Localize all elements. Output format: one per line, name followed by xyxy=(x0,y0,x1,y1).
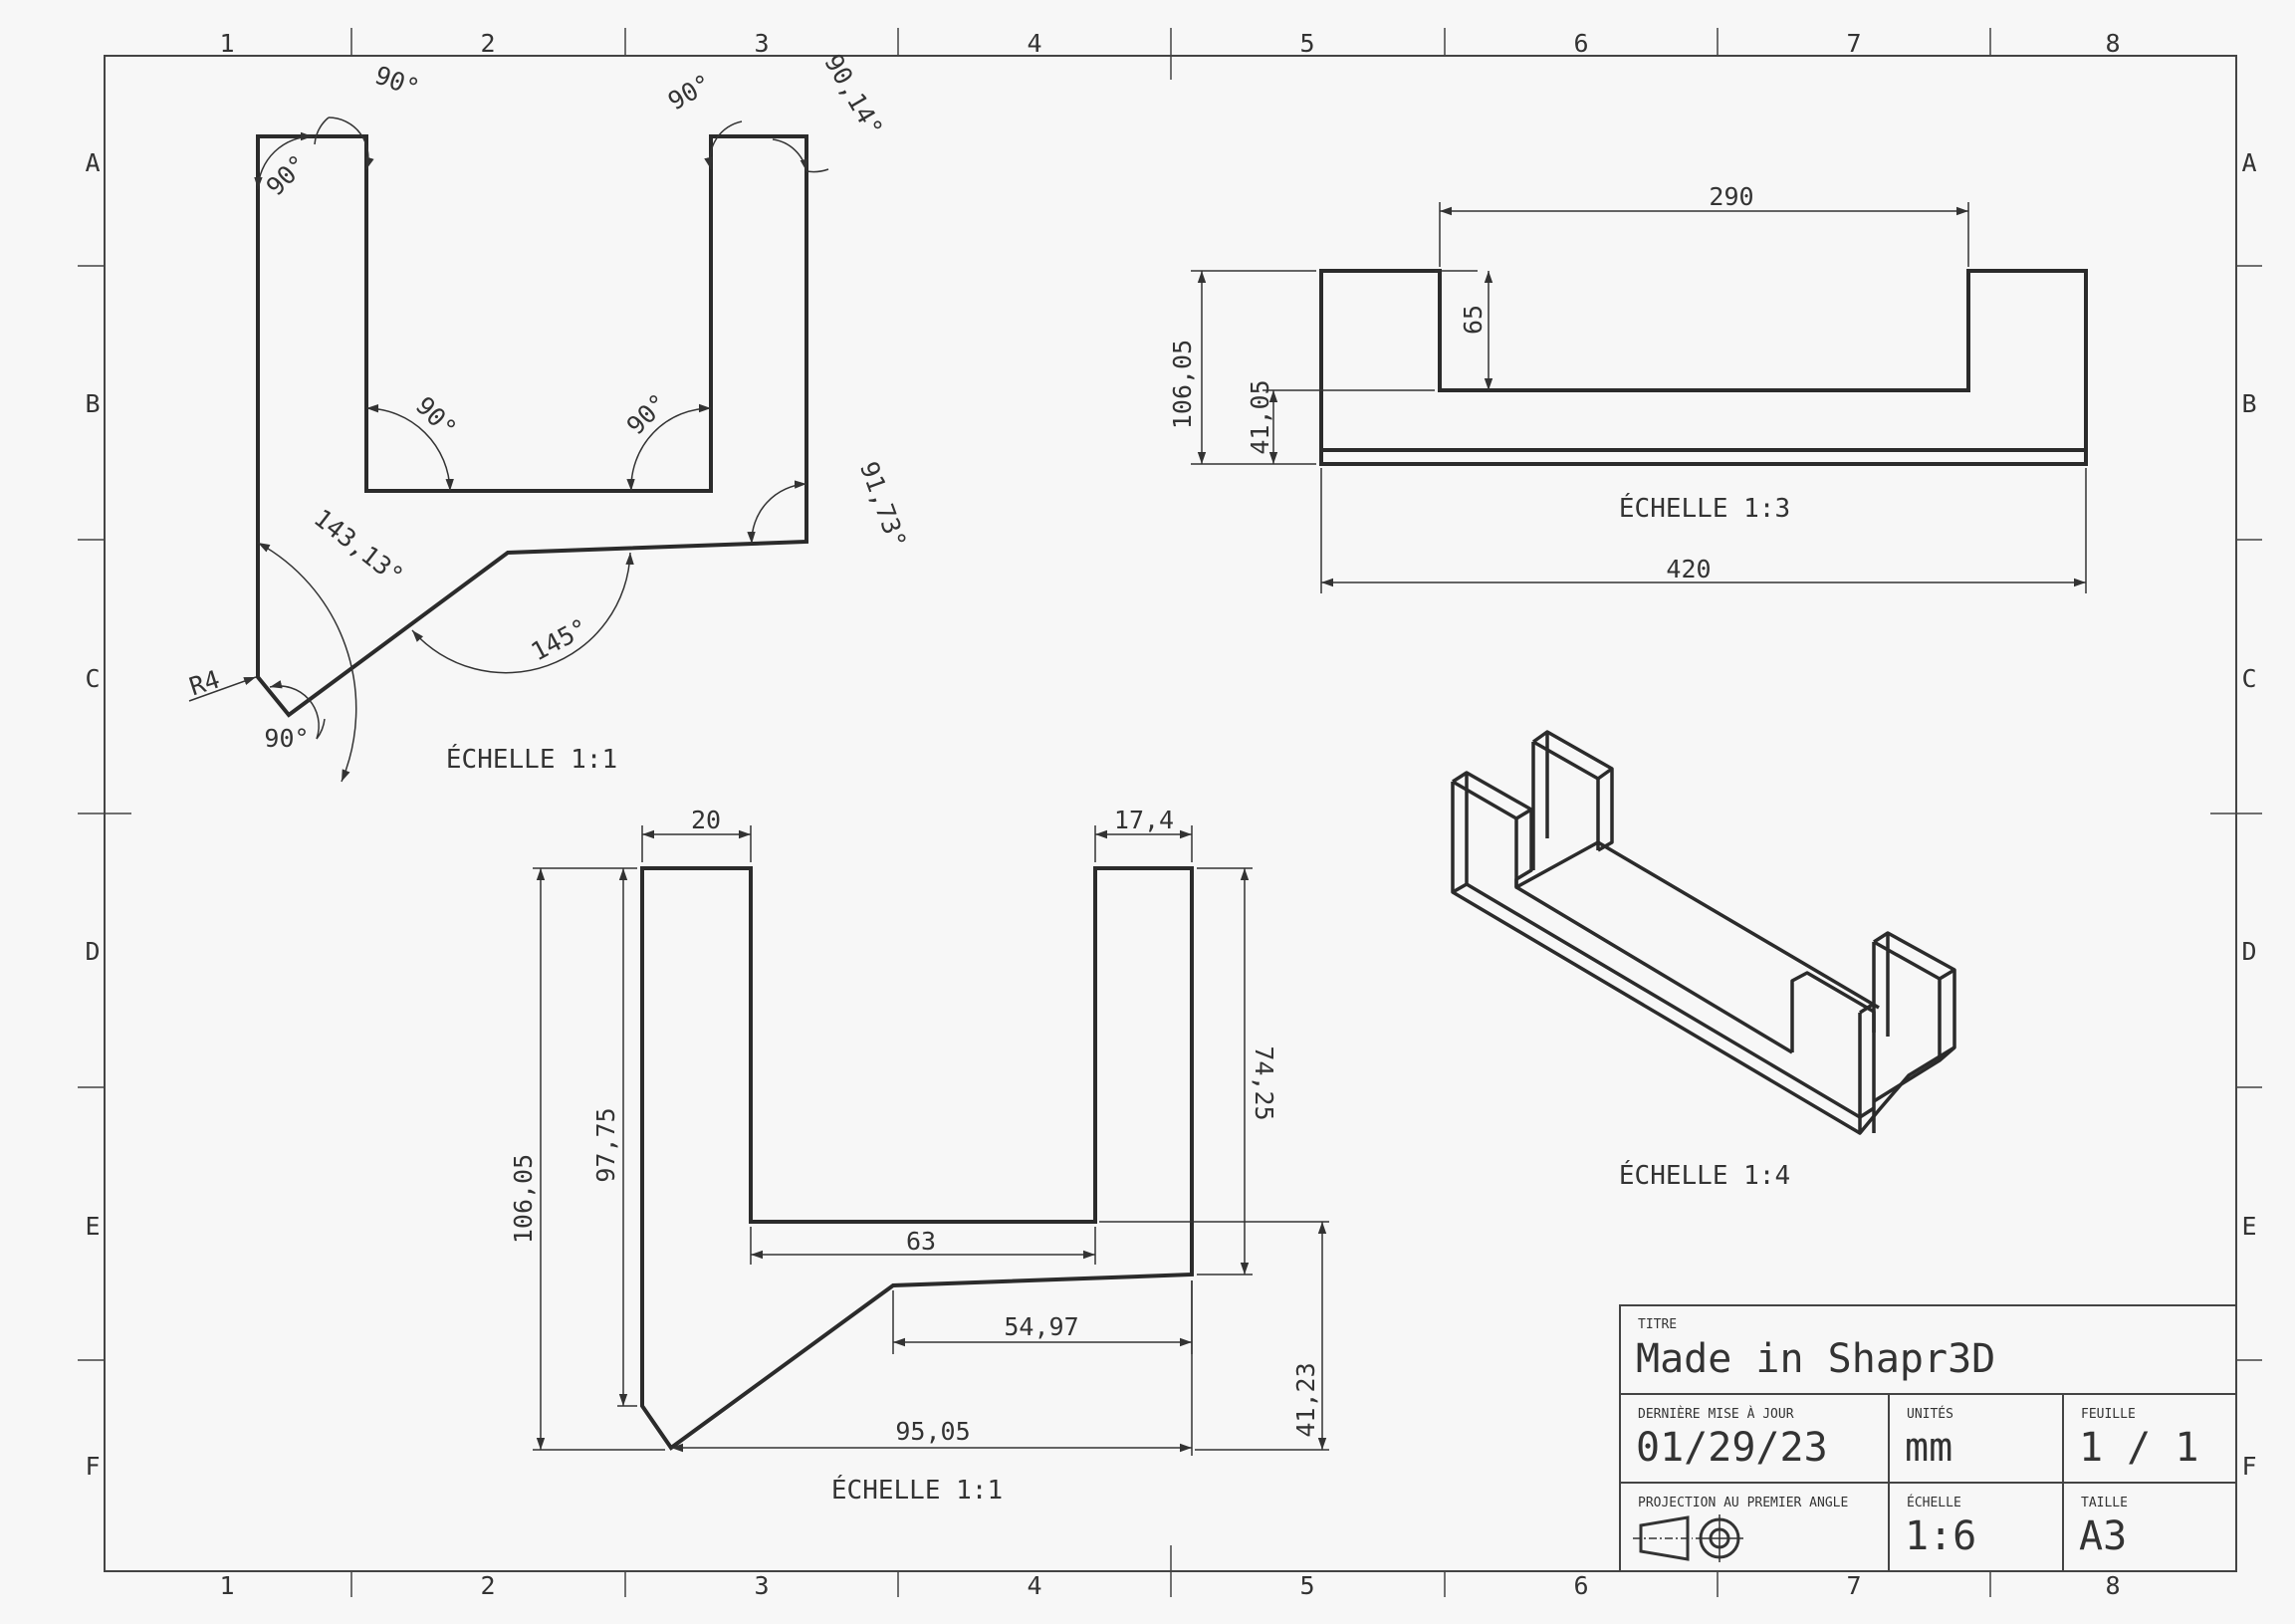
grid-col-label-bottom: 7 xyxy=(1846,1571,1861,1600)
grid-row-label-right: C xyxy=(2241,664,2256,693)
dim-label: 41,05 xyxy=(1246,379,1274,454)
view-scale-label: ÉCHELLE 1:1 xyxy=(446,743,617,775)
grid-col-label-bottom: 8 xyxy=(2105,1571,2120,1600)
view-profile-angles: 90° 90° 90° 90,14° 90° 90° 91,73° 143,13… xyxy=(186,49,912,783)
view-isometric xyxy=(1451,730,1956,1135)
grid-col-label-top: 8 xyxy=(2105,29,2120,58)
grid-row-label-right: E xyxy=(2241,1212,2256,1241)
front-outline xyxy=(1319,269,2088,466)
updated-date: 01/29/23 xyxy=(1636,1425,1828,1471)
grid-col-label-top: 1 xyxy=(219,29,234,58)
dim-label: 95,05 xyxy=(895,1417,970,1446)
grid-col-label-top: 2 xyxy=(480,29,495,58)
grid-col-label-top: 6 xyxy=(1573,29,1588,58)
grid-col-label-bottom: 5 xyxy=(1299,1571,1314,1600)
units-label: UNITÉS xyxy=(1907,1406,1953,1422)
units-value: mm xyxy=(1905,1425,1952,1471)
angle-label: 90° xyxy=(264,724,309,753)
drawing-title: Made in Shapr3D xyxy=(1636,1336,1995,1382)
view-scale-label: ÉCHELLE 1:1 xyxy=(831,1474,1003,1506)
grid-col-label-bottom: 2 xyxy=(480,1571,495,1600)
angle-label: 90° xyxy=(410,391,462,443)
grid-row-label-right: B xyxy=(2241,389,2256,418)
profile-outline xyxy=(640,866,1194,1451)
title-block: TITRE Made in Shapr3D DERNIÈRE MISE À JO… xyxy=(1619,1304,2237,1572)
grid-col-label-bottom: 1 xyxy=(219,1571,234,1600)
title-label: TITRE xyxy=(1638,1317,1677,1332)
grid-ticks xyxy=(78,28,2262,1597)
angle-label: 143,13° xyxy=(309,503,409,590)
view-profile-dimensions: 20 17,4 63 54,97 95,05 106,05 97,75 74,2… xyxy=(509,806,1329,1506)
dim-label: 97,75 xyxy=(591,1107,620,1182)
view-scale-label: ÉCHELLE 1:4 xyxy=(1619,1159,1790,1191)
grid-row-label-left: C xyxy=(85,664,100,693)
grid-col-label-bottom: 6 xyxy=(1573,1571,1588,1600)
grid-col-label-bottom: 4 xyxy=(1027,1571,1041,1600)
size-label: TAILLE xyxy=(2081,1496,2128,1510)
size-value: A3 xyxy=(2079,1513,2127,1559)
grid-col-label-top: 3 xyxy=(754,29,769,58)
scale-value: 1:6 xyxy=(1905,1513,1976,1559)
angle-label: 90° xyxy=(621,388,673,440)
first-angle-projection-icon xyxy=(1633,1514,1743,1562)
grid-col-label-bottom: 3 xyxy=(754,1571,769,1600)
angle-label: 90° xyxy=(371,61,423,104)
angle-label: 90° xyxy=(261,149,313,201)
sheet-label: FEUILLE xyxy=(2081,1407,2136,1422)
grid-row-label-left: D xyxy=(85,937,100,966)
radius-label: R4 xyxy=(186,664,224,701)
dim-label: 74,25 xyxy=(1250,1045,1278,1120)
projection-label: PROJECTION AU PREMIER ANGLE xyxy=(1638,1496,1848,1510)
profile-outline xyxy=(256,134,808,718)
grid-row-label-left: F xyxy=(85,1452,100,1481)
angle-label: 90° xyxy=(663,69,717,116)
angle-label: 91,73° xyxy=(854,458,912,553)
dim-label: 17,4 xyxy=(1114,806,1174,834)
angle-label: 145° xyxy=(527,613,593,667)
scale-label: ÉCHELLE xyxy=(1907,1495,1961,1510)
dim-label: 106,05 xyxy=(1168,340,1197,429)
dim-label: 54,97 xyxy=(1004,1312,1078,1341)
grid-row-label-left: E xyxy=(85,1212,100,1241)
grid-col-label-top: 7 xyxy=(1846,29,1861,58)
grid-row-label-right: F xyxy=(2241,1452,2256,1481)
dim-label: 63 xyxy=(906,1227,936,1256)
grid-row-label-left: B xyxy=(85,389,100,418)
view-scale-label: ÉCHELLE 1:3 xyxy=(1619,492,1790,524)
grid-col-label-top: 4 xyxy=(1027,29,1041,58)
dim-label: 65 xyxy=(1459,305,1488,335)
grid-col-label-top: 5 xyxy=(1299,29,1314,58)
dim-label: 20 xyxy=(691,806,721,834)
grid-row-label-right: A xyxy=(2241,148,2256,177)
angle-label: 90,14° xyxy=(818,49,888,141)
dim-label: 41,23 xyxy=(1291,1362,1320,1437)
updated-label: DERNIÈRE MISE À JOUR xyxy=(1638,1406,1794,1422)
grid-row-label-right: D xyxy=(2241,937,2256,966)
dim-label: 290 xyxy=(1709,182,1753,211)
sheet-value: 1 / 1 xyxy=(2079,1425,2198,1471)
view-front: 290 420 106,05 65 41,05 ÉCHELLE 1:3 xyxy=(1168,182,2088,593)
dim-label: 420 xyxy=(1666,555,1711,583)
grid-row-label-left: A xyxy=(85,148,100,177)
dim-label: 106,05 xyxy=(509,1154,538,1244)
